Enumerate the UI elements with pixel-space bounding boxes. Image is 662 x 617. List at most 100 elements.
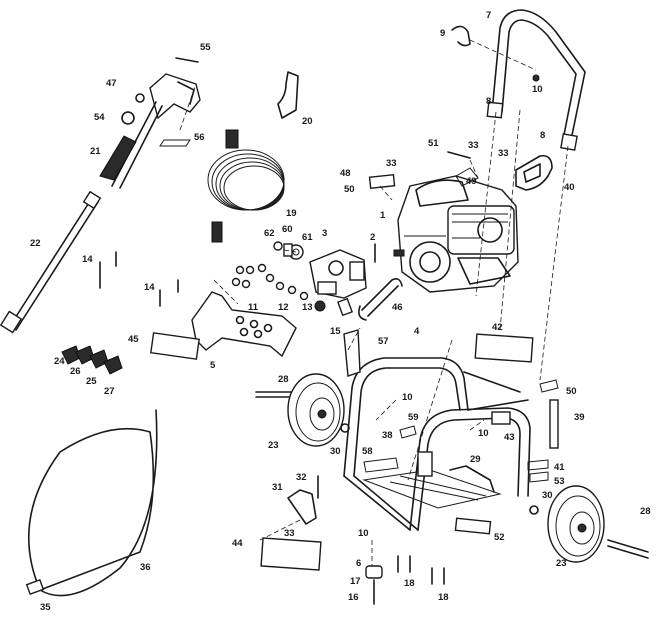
axle-right-b (607, 545, 649, 559)
axle-right (607, 539, 649, 553)
callout-30-b: 30 (542, 490, 553, 501)
leader-lines (179, 39, 569, 566)
callout-18-b: 18 (438, 592, 449, 603)
callout-24: 24 (54, 356, 65, 367)
callout-8-b: 8 (540, 130, 545, 141)
callout-16: 16 (348, 592, 359, 603)
handle (486, 9, 586, 151)
handle-knob (532, 74, 540, 82)
handle-clip (451, 25, 471, 47)
callout-10-d: 10 (358, 528, 369, 539)
frame (343, 357, 531, 531)
callout-55: 56 (194, 132, 205, 143)
callout-33-a: 33 (468, 140, 479, 151)
spark-plug-wrench (358, 278, 403, 321)
decal-56 (343, 329, 361, 377)
callout-30-a: 30 (330, 446, 341, 457)
foot-6 (365, 565, 383, 579)
callout-56: 57 (378, 336, 389, 347)
callout-12: 12 (278, 302, 289, 313)
callout-23-a: 23 (268, 440, 279, 451)
pump-mount (191, 291, 297, 358)
coiled-hose (207, 129, 285, 243)
callout-45: 46 (392, 302, 403, 313)
wheel-left (287, 373, 345, 447)
callout-4: 4 (414, 326, 420, 337)
o-ring-42 (135, 93, 145, 103)
wand-connector (82, 190, 102, 210)
washer-30-left (340, 423, 350, 433)
decal-46 (368, 174, 396, 189)
callout-42: 47 (106, 78, 117, 89)
decal-52 (529, 471, 549, 483)
decal-51 (454, 517, 492, 535)
callout-41: 43 (504, 432, 515, 443)
hose-strap (277, 71, 299, 119)
fitting-60-core (292, 248, 300, 256)
callout-33-b: 33 (498, 148, 509, 159)
callout-61: 62 (264, 228, 275, 239)
callout-25: 25 (86, 376, 97, 387)
recoil-handle (515, 154, 553, 191)
pump (309, 249, 367, 299)
callout-34: 35 (40, 602, 51, 613)
spray-wand (9, 197, 99, 331)
high-pressure-hose (27, 409, 158, 597)
part-15 (337, 297, 353, 317)
callout-6: 6 (356, 558, 361, 569)
decal-44 (150, 332, 200, 360)
callout-39: 41 (554, 462, 565, 473)
callout-numbers: 7 9 10 8 8 55 47 54 20 56 21 51 33 33 33… (30, 10, 651, 613)
callout-31: 31 (272, 482, 283, 493)
decal-58 (399, 425, 417, 439)
callout-48: 50 (566, 386, 577, 397)
callout-46: 48 (340, 168, 351, 179)
callout-33-d: 33 (284, 528, 295, 539)
part-55 (159, 139, 191, 147)
callout-40: 42 (492, 322, 503, 333)
callout-20: 20 (302, 116, 313, 127)
callout-26: 26 (70, 366, 81, 377)
decal-37 (549, 399, 559, 449)
callout-58: 59 (408, 412, 419, 423)
part-62 (314, 300, 326, 312)
decal-40 (474, 333, 534, 363)
callout-17: 17 (350, 576, 361, 587)
callout-37: 39 (574, 412, 585, 423)
callout-29: 29 (470, 454, 481, 465)
callout-36: 38 (382, 430, 393, 441)
decal-43 (260, 537, 322, 571)
o-ring-53 (121, 111, 135, 125)
callout-22: 22 (30, 238, 41, 249)
callout-10-b: 10 (402, 392, 413, 403)
callout-3: 3 (322, 228, 327, 239)
engine (393, 175, 519, 293)
callout-14-a: 14 (82, 254, 93, 265)
callout-27: 27 (104, 386, 115, 397)
spray-gun (99, 73, 201, 189)
callout-51: 52 (494, 532, 505, 543)
bolt-group-11-13 (231, 263, 309, 301)
decal-41 (491, 411, 511, 425)
part-54 (175, 57, 199, 63)
callout-14-b: 14 (144, 282, 155, 293)
callout-53: 54 (94, 112, 105, 123)
callout-7: 7 (486, 10, 491, 21)
fitting-61 (273, 241, 283, 251)
callout-19: 19 (286, 208, 297, 219)
callout-2: 2 (370, 232, 375, 243)
callout-9: 9 (440, 28, 445, 39)
callout-15: 15 (330, 326, 341, 337)
callout-52: 53 (554, 476, 565, 487)
callout-49: 50 (344, 184, 355, 195)
callout-11: 11 (248, 302, 259, 313)
callout-21: 21 (90, 146, 101, 157)
decal-57 (363, 457, 399, 473)
callout-38: 40 (564, 182, 575, 193)
callout-1: 1 (380, 210, 386, 221)
decal-48 (539, 379, 559, 393)
callout-59: 60 (282, 224, 293, 235)
callout-35: 36 (140, 562, 151, 573)
callout-43: 44 (232, 538, 243, 549)
